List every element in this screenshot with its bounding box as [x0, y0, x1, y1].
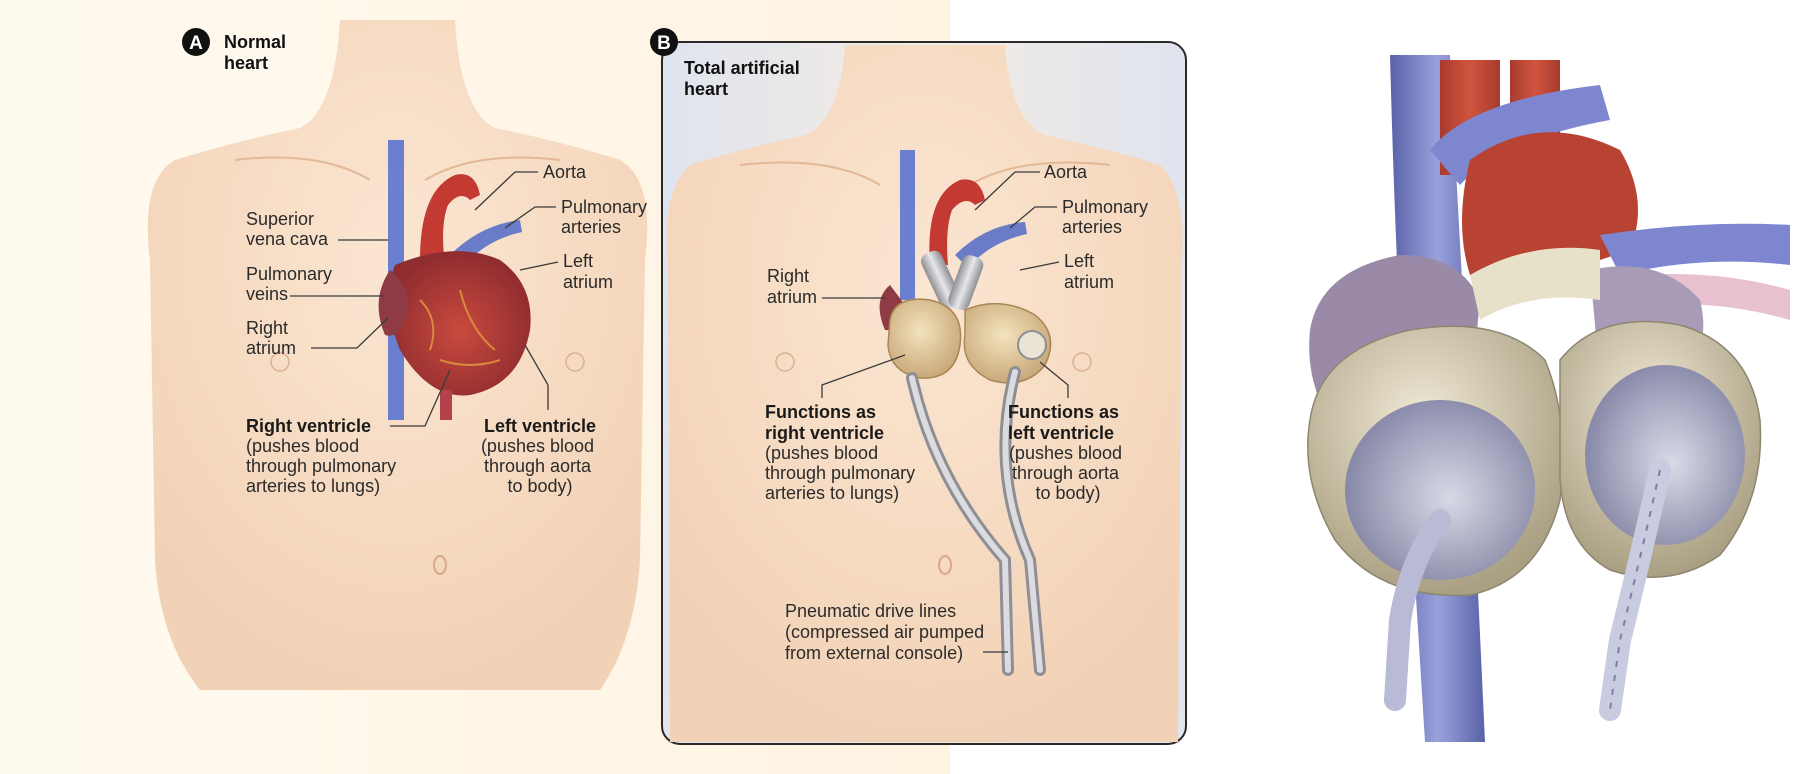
- artificial-heart-device-diagram: [879, 150, 1052, 676]
- panel-a-title: Normal heart: [224, 32, 291, 73]
- label-pulmonary-arteries-b: Pulmonary arteries: [1062, 197, 1153, 237]
- left-pump-chamber: [963, 302, 1052, 384]
- vena-cava-b: [900, 150, 915, 300]
- render-cuff-1: [1470, 247, 1600, 320]
- badge-b-letter: B: [657, 33, 671, 54]
- nipple-left-b: [775, 352, 795, 372]
- normal-heart-organ: [378, 140, 531, 420]
- right-pump-chamber: [887, 298, 962, 379]
- label-right-function-desc: (pushes blood through pulmonary arteries…: [765, 443, 920, 503]
- label-left-ventricle-title: Left ventricle: [484, 416, 596, 436]
- label-left-ventricle-desc: (pushes blood through aorta to body): [481, 436, 599, 496]
- left-pump-port: [1017, 330, 1047, 360]
- render-right-pump-diaphragm: [1345, 400, 1535, 580]
- aorta-a: [420, 174, 480, 265]
- badge-a-letter: A: [189, 33, 203, 54]
- nipple-right-b: [1072, 352, 1092, 372]
- connector-tube-2: [948, 255, 984, 310]
- render-drive-line-left: [1599, 459, 1671, 721]
- render-drive-line-right: [1384, 509, 1451, 711]
- panel-total-artificial-heart: B Total artificial heart Aorta Pulmonary…: [650, 28, 1187, 745]
- label-superior-vena-cava: Superior vena cava: [246, 209, 329, 249]
- heart-body-a: [388, 251, 531, 396]
- label-aorta-b: Aorta: [1044, 162, 1088, 182]
- label-pulmonary-arteries-a: Pulmonary arteries: [561, 197, 652, 237]
- render-pulmonary-vein: [1600, 223, 1790, 275]
- navel-a: [433, 555, 447, 575]
- label-right-atrium-a: Right atrium: [246, 318, 296, 358]
- badge-a: [182, 28, 210, 56]
- label-left-atrium-a: Left atrium: [563, 251, 613, 292]
- label-left-function-title: Functions as left ventricle: [1008, 402, 1124, 443]
- artificial-heart-3d-render: [1307, 55, 1790, 742]
- descending-vein-a: [440, 390, 452, 420]
- label-right-ventricle-desc: (pushes blood through pulmonary arteries…: [246, 436, 401, 496]
- badge-b: [650, 28, 678, 56]
- label-pulmonary-veins: Pulmonary veins: [246, 264, 337, 304]
- torso-b: [666, 45, 1183, 742]
- label-aorta-a: Aorta: [543, 162, 587, 182]
- panel-b-title: Total artificial heart: [684, 58, 805, 99]
- aorta-b: [929, 179, 985, 265]
- label-right-atrium-b: Right atrium: [767, 266, 817, 307]
- label-right-function-title: Functions as right ventricle: [765, 402, 884, 443]
- label-pneumatic-drive-lines: Pneumatic drive lines (compressed air pu…: [785, 601, 989, 663]
- render-left-pump-diaphragm: [1585, 365, 1745, 545]
- label-right-ventricle-title: Right ventricle: [246, 416, 371, 436]
- nipple-right-a: [565, 352, 585, 372]
- nipple-left-a: [270, 352, 290, 372]
- label-left-atrium-b: Left atrium: [1064, 251, 1114, 292]
- navel-b: [938, 555, 952, 575]
- label-left-function-desc: (pushes blood through aorta to body): [1009, 443, 1127, 503]
